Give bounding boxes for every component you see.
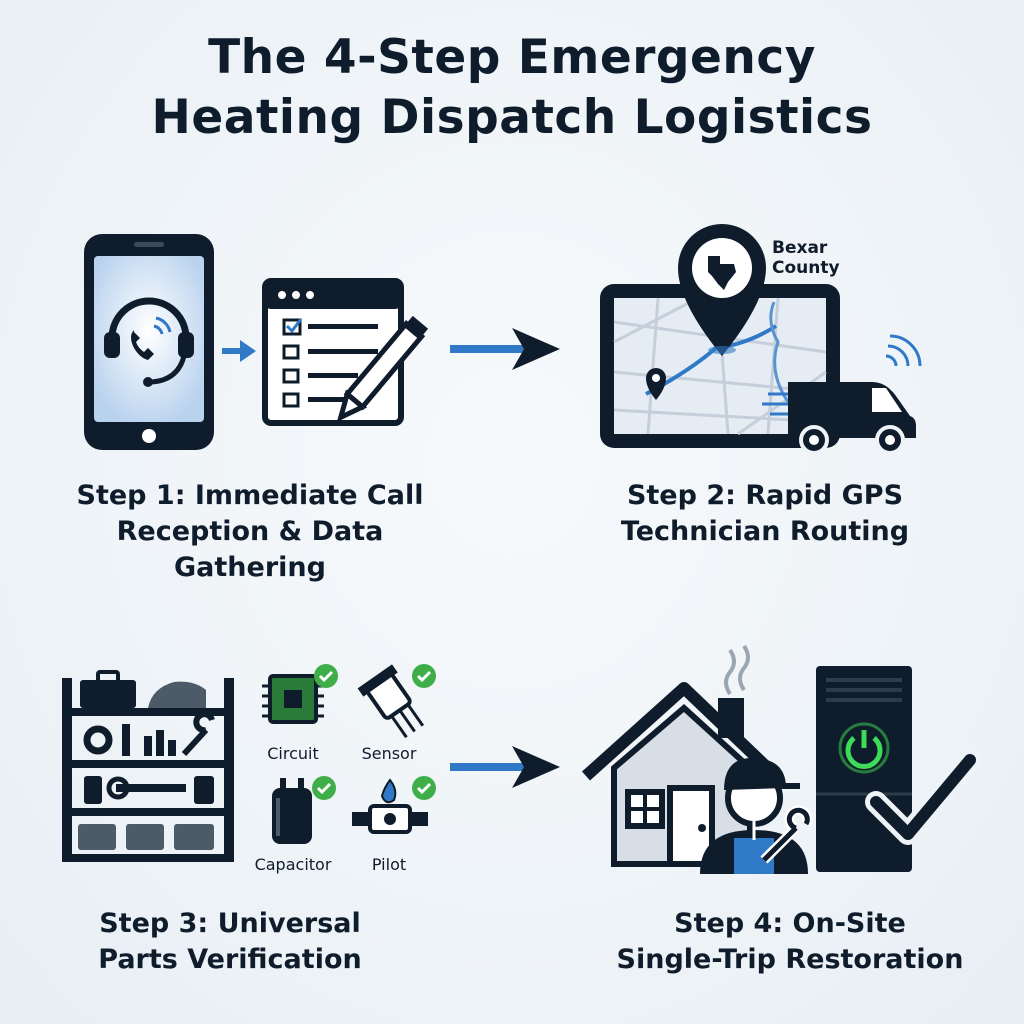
arrow-right-icon (450, 746, 560, 788)
pilot-icon (352, 776, 436, 834)
checklist-pencil-icon (262, 278, 429, 426)
part-label-pilot: Pilot (371, 855, 407, 874)
part-label-circuit: Circuit (267, 744, 319, 763)
county-label: Bexar County (772, 238, 840, 278)
shelf-tools-icon (62, 670, 234, 862)
title-line-2: Heating Dispatch Logistics (151, 90, 873, 145)
arrow-right-icon (450, 328, 560, 370)
step-3-label: Step 3: Universal Parts Verification (40, 906, 420, 978)
step-3-line-2: Parts Verification (98, 944, 362, 975)
step-2-line-2: Technician Routing (620, 516, 910, 547)
step-1-line-2: Reception & Data (116, 516, 384, 547)
map-pin-icon (678, 224, 766, 356)
step-1-line-3: Gathering (174, 552, 326, 583)
technician-icon (700, 757, 813, 874)
step-4-line-2: Single-Trip Restoration (616, 944, 964, 975)
part-label-capacitor: Capacitor (254, 855, 332, 874)
step-4-label: Step 4: On-Site Single-Trip Restoration (560, 906, 1020, 978)
title-line-1: The 4-Step Emergency (208, 30, 816, 85)
checkmark-icon (865, 749, 981, 845)
step-2-line-1: Step 2: Rapid GPS (626, 480, 904, 511)
van-icon (762, 334, 922, 455)
page-title: The 4-Step Emergency Heating Dispatch Lo… (0, 28, 1024, 148)
smartphone-headset-icon (84, 234, 214, 450)
county-line-2: County (772, 258, 840, 278)
arrow-right-icon (222, 340, 256, 362)
circuit-icon (262, 664, 338, 724)
county-line-1: Bexar (772, 238, 828, 258)
step-1-line-1: Step 1: Immediate Call (76, 480, 424, 511)
part-label-sensor: Sensor (361, 744, 417, 763)
capacitor-icon (272, 776, 336, 844)
step-1-label: Step 1: Immediate Call Reception & Data … (50, 478, 450, 586)
step-2-label: Step 2: Rapid GPS Technician Routing (560, 478, 970, 550)
sensor-icon (357, 664, 436, 739)
step-4-line-1: Step 4: On-Site (674, 908, 906, 939)
step-3-line-1: Step 3: Universal (99, 908, 361, 939)
